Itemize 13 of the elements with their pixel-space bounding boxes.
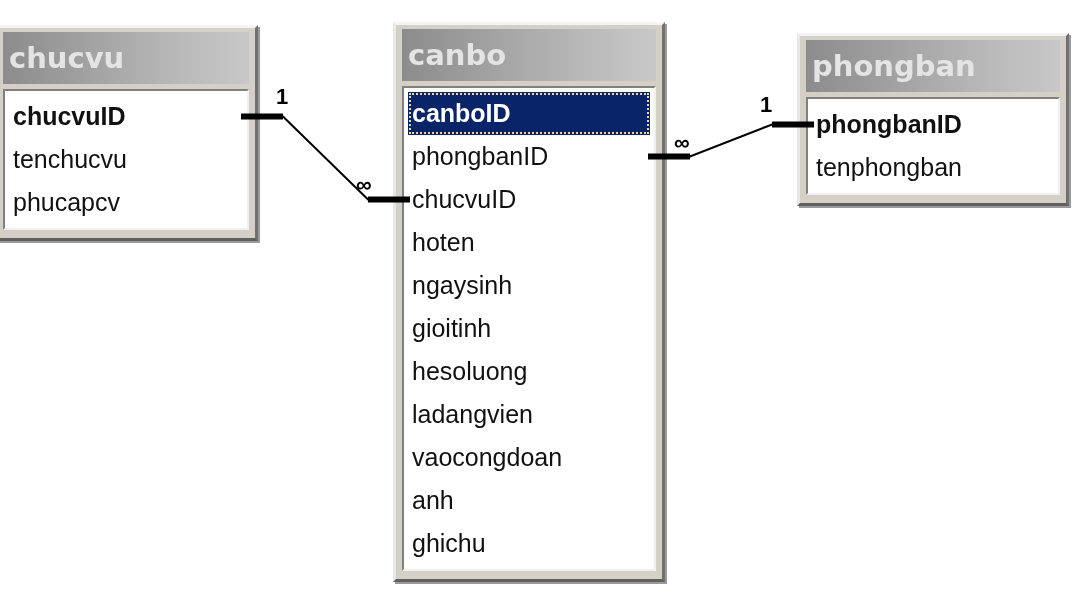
table-title: phongban xyxy=(806,40,1060,92)
cardinality-label: ∞ xyxy=(674,132,690,154)
table-title: chucvu xyxy=(3,32,249,84)
table-window xyxy=(0,25,258,241)
table-window xyxy=(797,33,1069,206)
cardinality-label: 1 xyxy=(276,86,289,108)
table-window xyxy=(393,22,665,582)
relationship-line xyxy=(240,113,411,203)
cardinality-label: 1 xyxy=(760,94,773,116)
selected-field-row: canboID xyxy=(408,92,650,135)
relationship-line xyxy=(647,121,815,160)
cardinality-label: ∞ xyxy=(356,174,372,196)
table-title: canbo xyxy=(402,29,656,81)
